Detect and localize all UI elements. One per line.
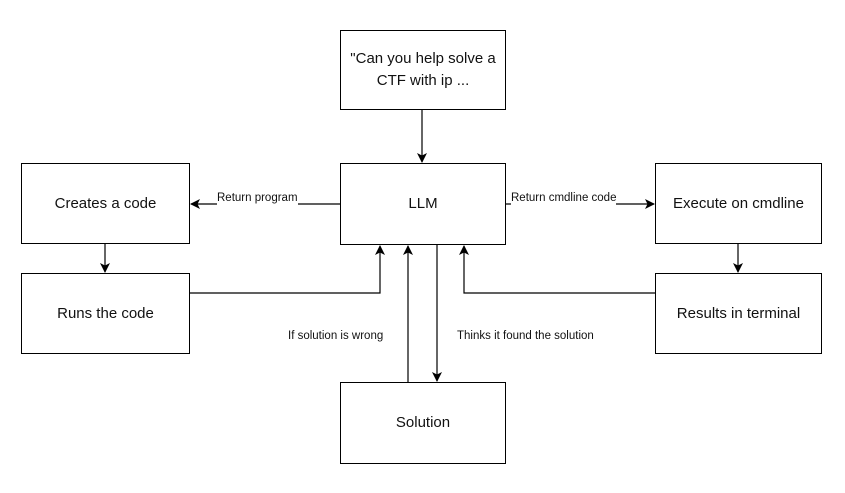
execute-cmdline-box: Execute on cmdline: [655, 163, 822, 244]
arrow-results-to-llm: [459, 245, 655, 294]
arrow-runs-code-to-llm: [190, 245, 385, 294]
runs-code-label: Runs the code: [57, 304, 154, 322]
edge-label-return-cmdline-code: Return cmdline code: [511, 191, 617, 205]
llm-box: LLM: [340, 163, 506, 245]
edge-label-return-program: Return program: [217, 191, 298, 205]
execute-cmdline-label: Execute on cmdline: [673, 194, 804, 212]
results-terminal-box: Results in terminal: [655, 273, 822, 354]
creates-code-label: Creates a code: [54, 194, 157, 212]
runs-code-box: Runs the code: [21, 273, 190, 354]
prompt-text: "Can you help solve a CTF with ip ...: [350, 50, 496, 89]
creates-code-box: Creates a code: [21, 163, 190, 244]
solution-label: Solution: [395, 414, 451, 432]
edge-label-if-solution-wrong: If solution is wrong: [288, 329, 384, 343]
prompt-box: "Can you help solve a CTF with ip ...: [340, 30, 506, 110]
solution-box: Solution: [340, 382, 506, 464]
results-terminal-label: Results in terminal: [676, 304, 801, 322]
llm-label: LLM: [408, 195, 438, 213]
edge-label-thinks-found-solution: Thinks it found the solution: [457, 329, 594, 343]
